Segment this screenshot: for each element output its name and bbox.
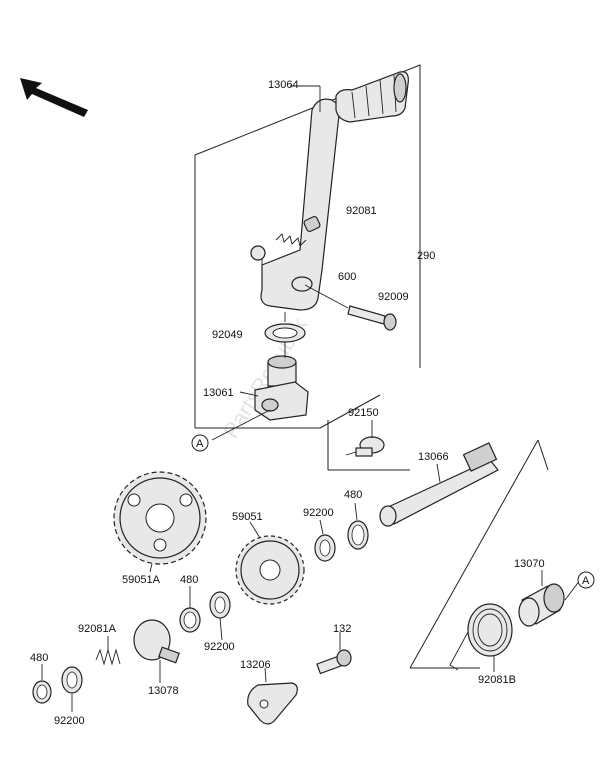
kick-pedal-13064: [260, 71, 409, 311]
label-59051A: 59051A: [122, 574, 161, 586]
assembly-frame: [194, 64, 549, 669]
label-92081A: 92081A: [78, 623, 117, 635]
label-13070: 13070: [514, 558, 545, 570]
label-13061: 13061: [203, 387, 234, 399]
label-92150: 92150: [348, 407, 379, 419]
label-600: 600: [338, 271, 356, 283]
label-59051: 59051: [232, 511, 263, 523]
label-92200-c: 92200: [54, 715, 85, 727]
front-direction-arrow-icon: [20, 78, 88, 117]
label-13064: 13064: [268, 79, 299, 91]
label-92081: 92081: [346, 205, 377, 217]
bolt-132: [316, 649, 352, 675]
callout-A-right: [577, 571, 595, 589]
collar-13070: [518, 583, 565, 627]
ratchet-13078: [133, 619, 180, 664]
gear-59051: [235, 535, 305, 605]
label-480-a: 480: [344, 489, 362, 501]
label-132: 132: [333, 623, 351, 635]
label-92081B: 92081B: [478, 674, 516, 686]
spring-92081A: [95, 648, 121, 666]
label-290: 290: [417, 250, 435, 262]
bolt-92009: [347, 305, 397, 331]
seal-92049: [264, 323, 306, 343]
guide-13206: [247, 682, 298, 725]
gear-59051A: [113, 471, 207, 565]
ball-600: [250, 245, 266, 261]
cap-290: [303, 215, 321, 233]
label-92200-a: 92200: [303, 507, 334, 519]
label-92009: 92009: [378, 291, 409, 303]
label-A-left: A: [196, 438, 204, 450]
label-480-b: 480: [180, 574, 198, 586]
label-13066: 13066: [418, 451, 449, 463]
spring-92081B: [449, 603, 513, 671]
callout-A-left: [191, 434, 209, 452]
label-92200-b: 92200: [204, 641, 235, 653]
shaft-13066: [379, 442, 499, 527]
label-13206: 13206: [240, 659, 271, 671]
label-480-c: 480: [30, 652, 48, 664]
bolt-92150: [345, 436, 385, 457]
label-92049: 92049: [212, 329, 243, 341]
label-A-right: A: [582, 575, 590, 587]
spring-92081: [275, 233, 307, 247]
label-13078: 13078: [148, 685, 179, 697]
